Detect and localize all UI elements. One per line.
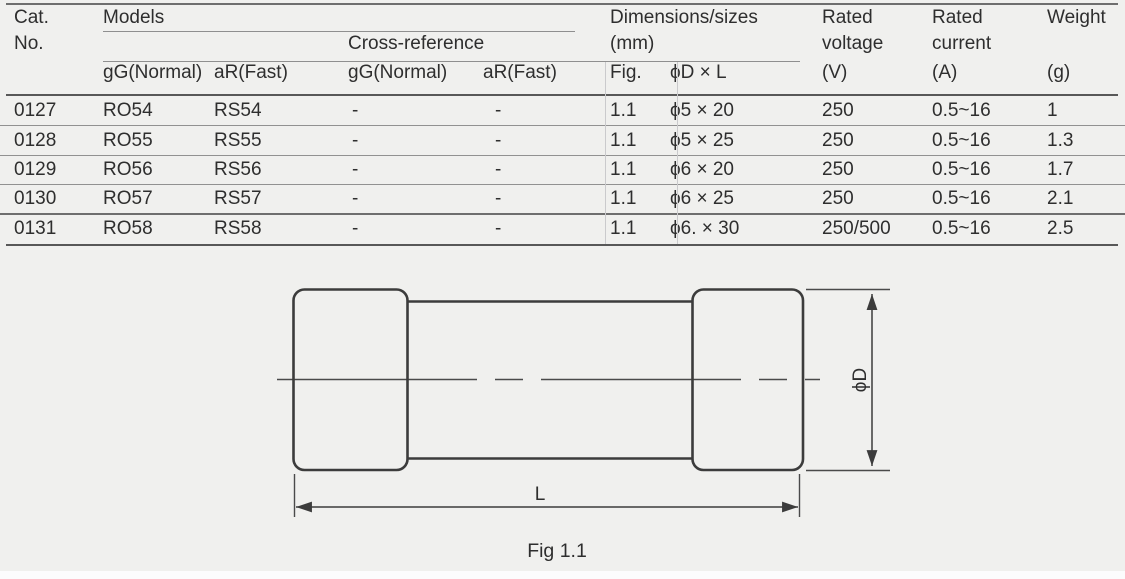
cell-fig: 1.1 [610,218,637,240]
cell-cross-gg: - [352,218,359,240]
figure-caption: Fig 1.1 [527,540,587,562]
col-header-rated-current-line1: Rated [932,7,983,28]
cell-fig: 1.1 [610,129,637,151]
table-body: 0127 RO54 RS54 - - 1.1 ϕ5 × 20 250 0.5~1… [0,97,1125,244]
column-guide-line [605,62,606,244]
sub-header-d-x-l: ϕD × L [670,62,727,83]
cell-d-x-l: ϕ5 × 20 [670,100,734,122]
sub-header-gg-normal-2: gG(Normal) [348,62,448,83]
sub-header-voltage-unit: (V) [822,62,848,83]
cell-cat-no: 0128 [14,129,57,151]
table-row: 0129 RO56 RS56 - - 1.1 ϕ6 × 20 250 0.5~1… [0,156,1125,186]
sub-header-ar-fast-1: aR(Fast) [214,62,288,83]
cell-ar-fast: RS56 [214,158,262,180]
table-row: 0130 RO57 RS57 - - 1.1 ϕ6 × 25 250 0.5~1… [0,185,1125,215]
cell-cat-no: 0127 [14,100,57,122]
col-header-cat-line2: No. [14,33,44,54]
cell-d-x-l: ϕ6. × 30 [670,218,740,240]
cell-cross-ar: - [495,187,502,209]
cell-current: 0.5~16 [932,158,991,180]
cell-voltage: 250 [822,158,854,180]
sub-header-ar-fast-2: aR(Fast) [483,62,557,83]
page-bottom-margin [0,571,1125,579]
cell-voltage: 250 [822,129,854,151]
diameter-label: ϕD [850,368,871,392]
cell-weight: 1.3 [1047,129,1074,151]
cell-current: 0.5~16 [932,100,991,122]
fuse-right-cap [691,288,805,472]
header-bottom-rule [6,94,1118,96]
cell-ar-fast: RS55 [214,129,262,151]
group-header-models: Models [103,7,165,28]
sub-header-gg-normal-1: gG(Normal) [103,62,203,83]
cell-cross-gg: - [352,129,359,151]
cell-gg-normal: RO57 [103,187,153,209]
cell-current: 0.5~16 [932,218,991,240]
column-guide-line [677,62,678,244]
fuse-spec-table-header: Cat. No. Models Cross-reference Dimensio… [0,0,1125,97]
cell-cat-no: 0131 [14,218,57,240]
cell-d-x-l: ϕ5 × 25 [670,129,734,151]
cell-gg-normal: RO55 [103,129,153,151]
cell-cross-gg: - [352,100,359,122]
table-row: 0131 RO58 RS58 - - 1.1 ϕ6. × 30 250/500 … [0,215,1125,244]
sub-header-current-unit: (A) [932,62,958,83]
cell-weight: 1 [1047,100,1058,122]
group-header-dimensions-line1: Dimensions/sizes [610,7,758,28]
cell-gg-normal: RO54 [103,100,153,122]
cell-cross-gg: - [352,187,359,209]
cell-ar-fast: RS58 [214,218,262,240]
col-header-rated-voltage-line2: voltage [822,33,884,54]
cell-fig: 1.1 [610,100,637,122]
col-header-weight: Weight [1047,7,1106,28]
cell-gg-normal: RO56 [103,158,153,180]
cell-voltage: 250 [822,187,854,209]
col-header-rated-voltage-line1: Rated [822,7,873,28]
col-header-rated-current-line2: current [932,33,992,54]
fuse-left-cap [292,288,409,472]
cell-fig: 1.1 [610,187,637,209]
cell-cross-ar: - [495,158,502,180]
group-header-cross-reference: Cross-reference [348,33,485,54]
table-top-rule [6,3,1118,5]
cell-cat-no: 0130 [14,187,57,209]
group-header-dimensions-line2: (mm) [610,33,655,54]
sub-header-fig: Fig. [610,62,642,83]
length-label: L [535,484,546,505]
cell-cross-gg: - [352,158,359,180]
cell-fig: 1.1 [610,158,637,180]
cell-cross-ar: - [495,100,502,122]
cell-weight: 2.5 [1047,218,1074,240]
table-row: 0127 RO54 RS54 - - 1.1 ϕ5 × 20 250 0.5~1… [0,97,1125,127]
cell-ar-fast: RS54 [214,100,262,122]
cell-current: 0.5~16 [932,187,991,209]
sub-header-weight-unit: (g) [1047,62,1071,83]
cell-ar-fast: RS57 [214,187,262,209]
table-row: 0128 RO55 RS55 - - 1.1 ϕ5 × 25 250 0.5~1… [0,126,1125,156]
cross-reference-underline [103,61,800,62]
cell-weight: 1.7 [1047,158,1074,180]
table-bottom-rule [6,244,1118,246]
cell-d-x-l: ϕ6 × 25 [670,187,734,209]
cell-cross-ar: - [495,129,502,151]
cell-cat-no: 0129 [14,158,57,180]
col-header-cat-line1: Cat. [14,7,49,28]
cell-gg-normal: RO58 [103,218,153,240]
models-group-underline [103,31,575,32]
cell-weight: 2.1 [1047,187,1074,209]
cell-current: 0.5~16 [932,129,991,151]
cell-cross-ar: - [495,218,502,240]
cell-d-x-l: ϕ6 × 20 [670,158,734,180]
cell-voltage: 250/500 [822,218,891,240]
cell-voltage: 250 [822,100,854,122]
